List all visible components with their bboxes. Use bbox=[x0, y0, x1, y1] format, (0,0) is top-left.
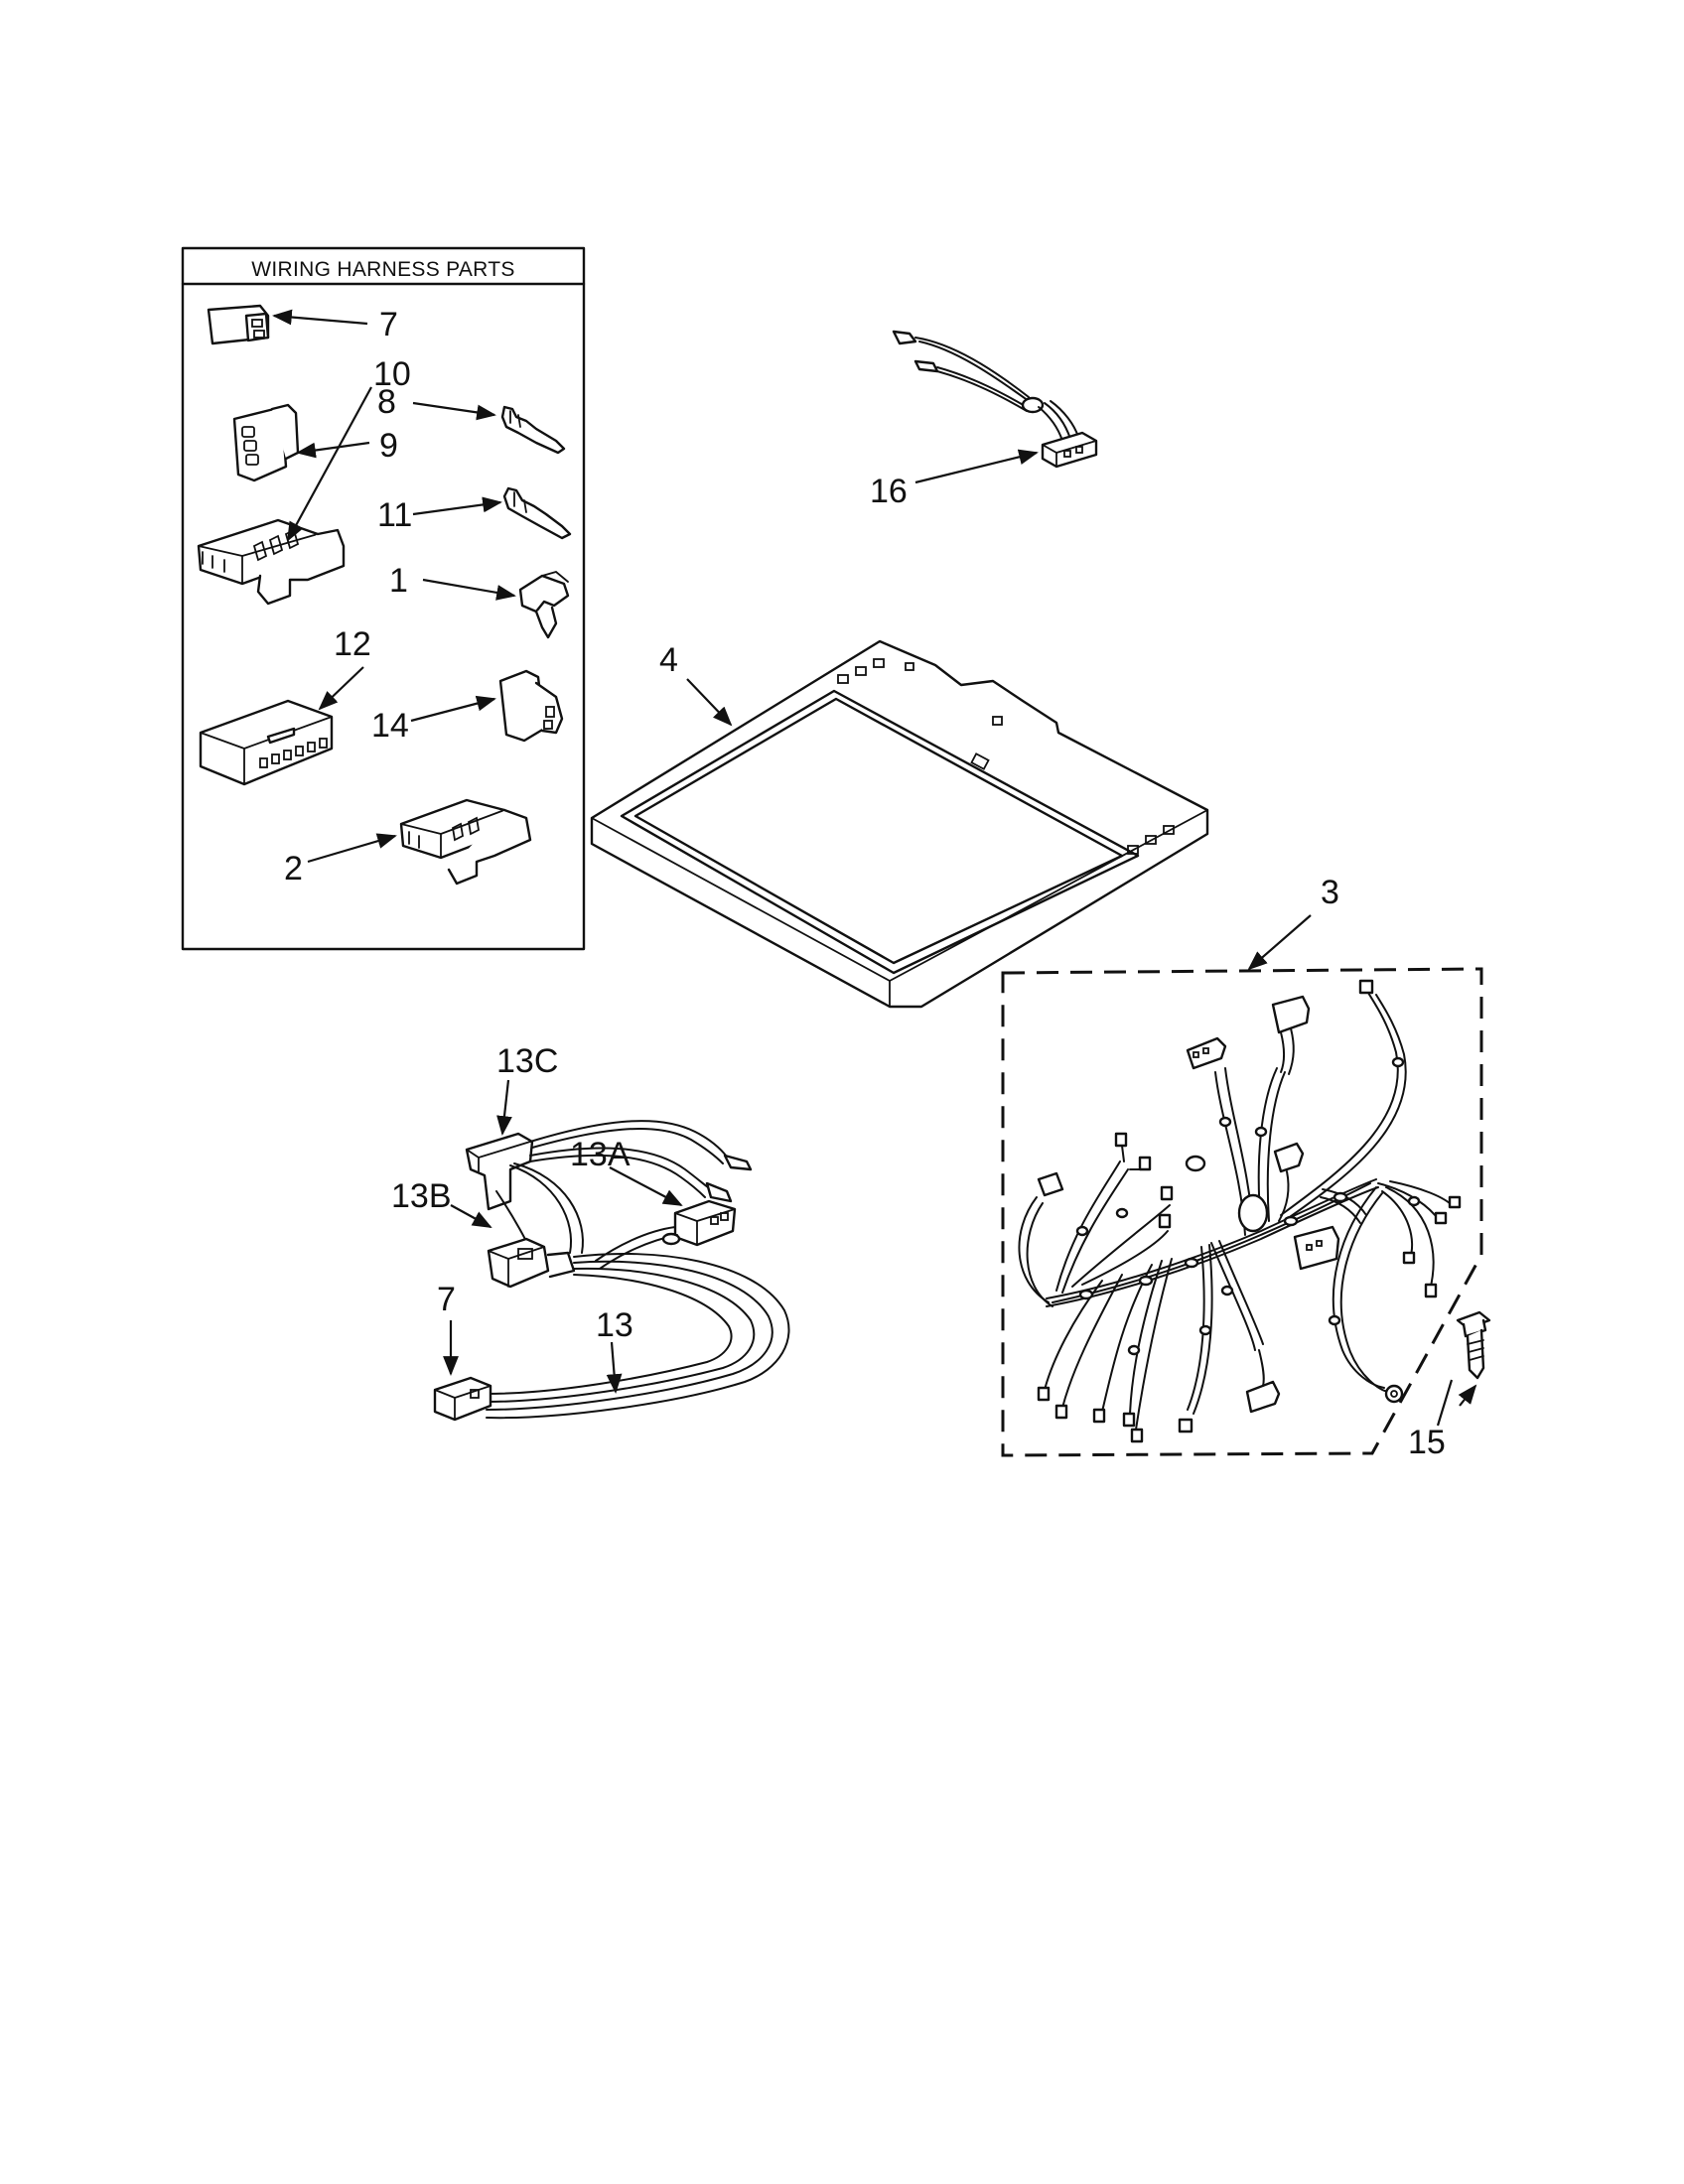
part-14-connector[interactable] bbox=[498, 669, 564, 743]
callout-4: 4 bbox=[659, 641, 678, 679]
part-1-clip[interactable] bbox=[518, 571, 570, 639]
callout-1: 1 bbox=[389, 562, 408, 600]
part-16-wire-harness[interactable] bbox=[892, 330, 1098, 469]
part-4-top-panel[interactable] bbox=[590, 639, 1209, 1009]
callout-15: 15 bbox=[1408, 1424, 1446, 1461]
callout-3: 3 bbox=[1321, 874, 1339, 911]
callout-2: 2 bbox=[284, 850, 303, 887]
callout-7-harness: 7 bbox=[437, 1281, 456, 1318]
callout-8: 8 bbox=[377, 383, 396, 421]
part-3-main-wire-harness[interactable] bbox=[1001, 967, 1483, 1457]
part-8-terminal[interactable] bbox=[500, 405, 566, 455]
callout-13B: 13B bbox=[391, 1177, 452, 1215]
callout-13C: 13C bbox=[496, 1042, 558, 1080]
callout-10: 10 bbox=[373, 355, 411, 393]
part-13-sub-harness[interactable] bbox=[433, 1120, 790, 1422]
part-9-connector[interactable] bbox=[232, 403, 300, 482]
callout-13A: 13A bbox=[570, 1136, 631, 1173]
callout-9: 9 bbox=[379, 427, 398, 465]
part-2-terminal-block[interactable] bbox=[399, 798, 532, 886]
part-10-terminal-block[interactable] bbox=[197, 518, 346, 606]
part-11-terminal[interactable] bbox=[502, 486, 572, 540]
callout-14: 14 bbox=[371, 707, 409, 745]
wiring-harness-parts-box: WIRING HARNESS PARTS bbox=[181, 246, 586, 951]
harness-3-outline bbox=[1001, 967, 1483, 1457]
part-15-screw[interactable] bbox=[1456, 1310, 1491, 1380]
callout-12: 12 bbox=[334, 625, 371, 663]
part-12-plug[interactable] bbox=[199, 699, 334, 786]
callout-16: 16 bbox=[870, 473, 908, 510]
callout-11: 11 bbox=[377, 496, 412, 534]
callout-13: 13 bbox=[596, 1306, 633, 1344]
parts-box-frame bbox=[181, 246, 586, 951]
parts-box-title: WIRING HARNESS PARTS bbox=[251, 258, 514, 281]
part-7-connector[interactable] bbox=[207, 304, 270, 345]
callout-7-box: 7 bbox=[379, 306, 398, 343]
